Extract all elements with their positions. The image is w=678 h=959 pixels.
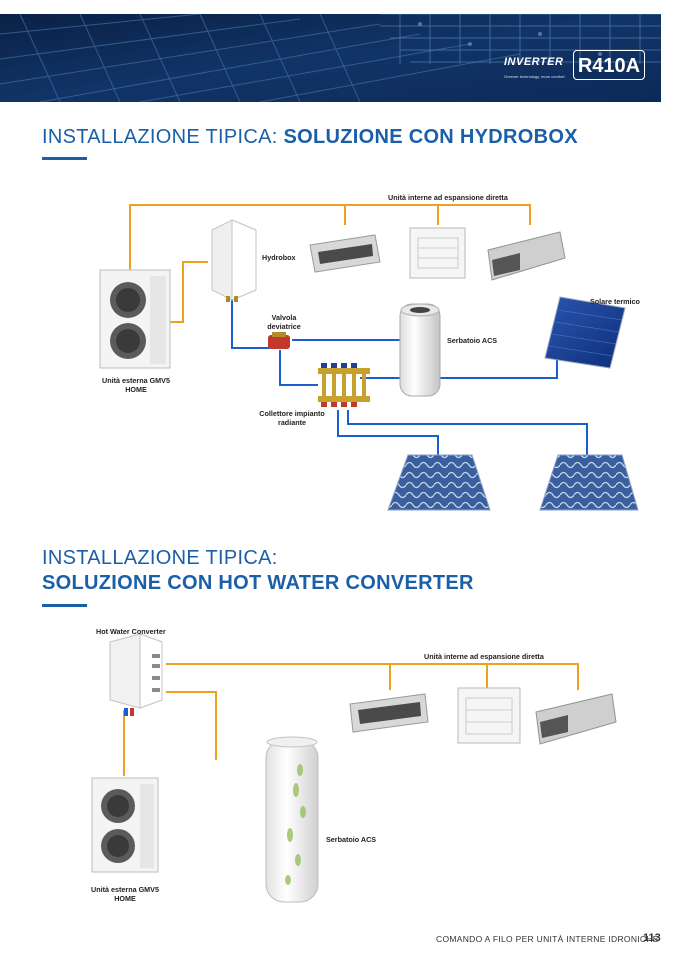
header-banner (0, 14, 661, 102)
r410a-logo: R410A (573, 50, 645, 80)
label-tank-2: Serbatoio ACS (326, 835, 377, 844)
page-number: 113 (643, 932, 661, 944)
label-outdoor-1-line1: Unità esterna GMV5 (102, 376, 170, 385)
footer-text: COMANDO A FILO PER UNITÀ INTERNE IDRONIC… (436, 934, 659, 944)
outdoor-unit-1 (99, 269, 171, 369)
label-outdoor-1-line2: HOME (125, 385, 147, 394)
section1-title-light: INSTALLAZIONE TIPICA: (42, 126, 284, 148)
label-outdoor-2-line2: HOME (114, 894, 136, 903)
label-outdoor-2-line1: Unità esterna GMV5 (91, 885, 159, 894)
section1-title-rule (42, 157, 87, 160)
label-valve-line2: deviatrice (267, 322, 301, 331)
refrigerant-pipes-1 (129, 204, 531, 323)
header-background (0, 14, 661, 102)
indoor-duct-unit-d (535, 693, 617, 745)
indoor-cassette-unit-2 (457, 687, 521, 744)
outdoor-unit-2 (91, 777, 159, 873)
label-manifold-line1: Collettore impianto (259, 409, 325, 418)
indoor-duct-unit-b (487, 231, 566, 281)
label-indoor-units-2: Unità interne ad espansione diretta (424, 652, 544, 661)
section2-title-rule (42, 604, 87, 607)
label-valve: Valvola deviatrice (264, 313, 304, 331)
radiant-manifold (318, 363, 370, 407)
solar-thermal-panel (544, 296, 626, 369)
converter-diagram (91, 633, 617, 903)
water-pipes-1 (231, 298, 588, 455)
label-tank-1: Serbatoio ACS (447, 336, 498, 345)
inverter-logo: INVERTER Greener technology, more comfor… (498, 50, 565, 80)
refrigerant-pipes-2 (123, 663, 579, 776)
label-manifold: Collettore impianto radiante (254, 409, 330, 427)
section2-title-line2: SOLUZIONE CON HOT WATER CONVERTER (42, 572, 474, 594)
hydrobox-unit (211, 219, 257, 302)
floor-heating-panel-b (539, 454, 639, 511)
acs-tank-2 (265, 736, 319, 903)
label-solar: Solare termico (590, 297, 640, 306)
label-converter: Hot Water Converter (96, 627, 166, 636)
label-outdoor-1: Unità esterna GMV5 HOME (91, 376, 181, 394)
label-manifold-line2: radiante (278, 418, 306, 427)
section2-title-line1: INSTALLAZIONE TIPICA: (42, 547, 278, 569)
label-valve-line1: Valvola (271, 313, 297, 322)
inverter-logo-tagline: Greener technology, more comfort (504, 74, 565, 79)
section1-title-bold: SOLUZIONE CON HYDROBOX (283, 126, 578, 148)
indoor-cassette-unit (409, 227, 466, 279)
indoor-duct-unit-c (349, 693, 429, 733)
acs-tank-1 (399, 303, 441, 397)
hot-water-converter-unit (109, 633, 163, 716)
floor-heating-panel-a (387, 454, 491, 511)
label-outdoor-2: Unità esterna GMV5 HOME (80, 885, 170, 903)
section1-title: INSTALLAZIONE TIPICA: SOLUZIONE CON HYDR… (42, 126, 578, 149)
indoor-duct-unit-a (309, 234, 381, 273)
inverter-logo-text: INVERTER (504, 56, 564, 68)
label-hydrobox: Hydrobox (262, 253, 296, 262)
diverter-valve (268, 332, 290, 349)
label-indoor-units-1: Unità interne ad espansione diretta (388, 193, 508, 202)
hydrobox-diagram (99, 204, 639, 511)
